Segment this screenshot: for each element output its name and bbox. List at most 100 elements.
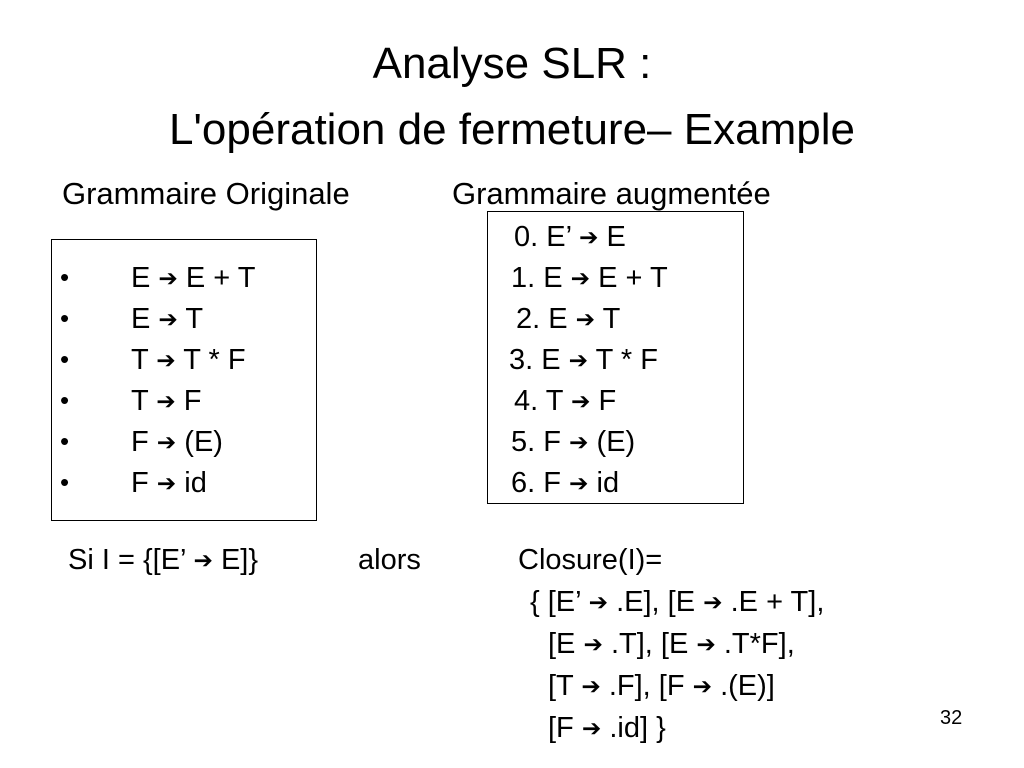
rule-lhs: T [131,344,149,376]
rule-number: 6. [511,467,536,499]
closure-items-line: [F ➔ .id] } [548,711,666,746]
rule-lhs: E [131,303,151,335]
rule-number: 5. [511,426,536,458]
slide-number: 32 [940,707,963,729]
rule-lhs: T [545,385,563,417]
rule-lhs: E [131,262,151,294]
right-arrow-icon: ➔ [692,673,713,699]
right-arrow-icon: ➔ [193,547,213,573]
original-rule: F ➔ id [131,466,207,501]
closure-condition: Si I = {[E’ ➔ E]} [68,543,258,578]
closure-item-text: [E [548,628,576,660]
right-arrow-icon: ➔ [156,347,176,373]
rule-number: 4. [514,385,539,417]
right-arrow-icon: ➔ [581,715,602,741]
rule-rhs: id [184,467,207,499]
rule-lhs: E [543,262,563,294]
right-arrow-icon: ➔ [156,388,176,414]
rule-number: 3. [509,344,534,376]
bullet-icon: • [60,467,70,497]
rule-lhs: F [543,467,561,499]
original-rule: E ➔ E + T [131,261,256,296]
right-arrow-icon: ➔ [568,347,589,373]
right-arrow-icon: ➔ [583,631,603,657]
right-arrow-icon: ➔ [158,265,178,291]
right-arrow-icon: ➔ [696,631,716,657]
closure-item-text: .E + T], [730,586,825,618]
augmented-rule: 5. F ➔ (E) [511,425,635,460]
rule-rhs: (E) [184,426,223,458]
rule-rhs: id [596,467,620,499]
closure-item-text: { [E’ [530,586,581,618]
right-arrow-icon: ➔ [156,470,177,496]
closure-item-text: .(E)] [720,670,775,702]
right-arrow-icon: ➔ [703,589,723,615]
right-arrow-icon: ➔ [570,265,591,291]
rule-rhs: E [606,221,626,253]
rule-rhs: F [183,385,202,417]
closure-item-text: .E], [E [616,586,696,618]
right-arrow-icon: ➔ [571,388,591,414]
closure-items-line: [E ➔ .T], [E ➔ .T*F], [548,627,795,662]
augmented-rule: 3. E ➔ T * F [509,343,658,378]
closure-items-line: { [E’ ➔ .E], [E ➔ .E + T], [530,585,824,620]
rule-lhs: E [548,303,568,335]
augmented-rule: 1. E ➔ E + T [511,261,668,296]
bullet-icon: • [60,385,70,415]
rule-rhs: F [598,385,617,417]
augmented-rule: 2. E ➔ T [516,302,620,337]
augmented-rule: 0. E’ ➔ E [514,220,626,255]
right-arrow-icon: ➔ [156,429,177,455]
original-rule: E ➔ T [131,302,203,337]
rule-lhs: E’ [546,221,571,253]
rule-rhs: E + T [598,262,668,294]
rule-rhs: T * F [183,344,246,376]
original-rule: T ➔ T * F [131,343,246,378]
rule-rhs: E + T [185,262,256,294]
heading-original-grammar: Grammaire Originale [62,176,350,211]
closure-condition-prefix: Si I = {[E’ [68,544,186,576]
rule-lhs: F [131,426,149,458]
closure-item-text: .T*F], [723,628,795,660]
closure-item-text: [F [548,712,574,744]
right-arrow-icon: ➔ [579,224,599,250]
bullet-icon: • [60,262,70,292]
slide-title-line-2: L'opération de fermeture– Example [169,105,855,154]
original-grammar-box [51,239,317,521]
slide-title-line-1: Analyse SLR : [372,39,652,88]
closure-items-line: [T ➔ .F], [F ➔ .(E)] [548,669,775,704]
rule-lhs: F [131,467,149,499]
right-arrow-icon: ➔ [575,306,596,332]
closure-result-label: Closure(I)= [518,544,663,576]
closure-item-text: .T], [E [610,628,689,660]
bullet-icon: • [60,344,70,374]
rule-lhs: E [541,344,561,376]
rule-lhs: F [543,426,561,458]
rule-number: 1. [511,262,536,294]
augmented-grammar-box [487,211,744,504]
bullet-icon: • [60,426,70,456]
closure-item-text: [T [548,670,574,702]
rule-rhs: T * F [595,344,658,376]
augmented-rule: 6. F ➔ id [511,466,619,501]
original-rule: T ➔ F [131,384,201,419]
closure-then-word: alors [358,544,421,576]
rule-rhs: T [185,303,204,335]
rule-rhs: T [602,303,621,335]
right-arrow-icon: ➔ [581,673,601,699]
closure-item-text: .id] } [609,712,666,744]
closure-condition-suffix: E]} [220,544,259,576]
rule-number: 2. [516,303,541,335]
rule-number: 0. [514,221,539,253]
right-arrow-icon: ➔ [588,589,609,615]
bullet-icon: • [60,303,70,333]
closure-item-text: .F], [F [608,670,685,702]
rule-lhs: T [131,385,149,417]
heading-augmented-grammar: Grammaire augmentée [452,176,771,211]
original-rule: F ➔ (E) [131,425,223,460]
augmented-rule: 4. T ➔ F [514,384,616,419]
right-arrow-icon: ➔ [569,429,589,455]
rule-rhs: (E) [596,426,636,458]
right-arrow-icon: ➔ [569,470,589,496]
right-arrow-icon: ➔ [158,306,178,332]
